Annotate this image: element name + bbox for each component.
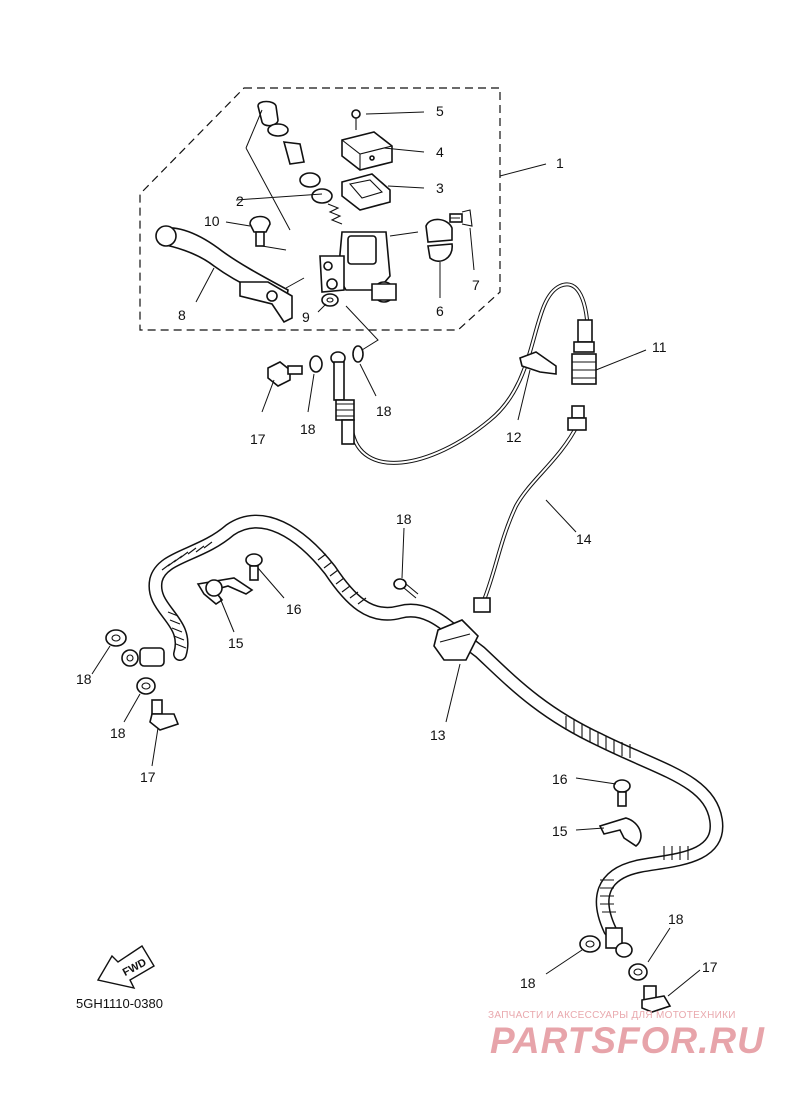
brake-lever (155, 225, 293, 324)
watermark-tagline: ЗАПЧАСТИ И АКСЕССУАРЫ ДЛЯ МОТОТЕХНИКИ (488, 1010, 736, 1021)
holder (425, 218, 453, 262)
fwd-arrow-icon: FWD (96, 945, 155, 990)
washer-lower-right-1 (579, 935, 601, 953)
hose-joint-13 (433, 619, 479, 661)
pipe-nut-bottom (473, 597, 491, 613)
callout-15-left: 15 (228, 635, 244, 651)
washer-lower-left-2 (136, 677, 156, 695)
callout-7: 7 (472, 277, 480, 293)
union-bolt-lower-right (641, 985, 672, 1013)
callout-18-left-1: 18 (76, 671, 92, 687)
callout-12: 12 (506, 429, 522, 445)
callout-17-upper: 17 (250, 431, 266, 447)
reservoir-cap (341, 131, 393, 171)
callout-2: 2 (236, 193, 244, 209)
leader-lines (91, 111, 701, 997)
pipe-nut-top (567, 405, 587, 431)
callout-13: 13 (430, 727, 446, 743)
washer-lower-left-1 (105, 629, 127, 647)
hose-clamp-left (196, 577, 254, 605)
callout-18-upper-left: 18 (300, 421, 316, 437)
callout-10: 10 (204, 213, 220, 229)
callout-11: 11 (652, 339, 667, 355)
callout-15-right: 15 (552, 823, 568, 839)
hose-end-fitting-upper (330, 351, 355, 445)
callout-1: 1 (556, 155, 564, 171)
callout-14: 14 (576, 531, 592, 547)
callout-18-upper-right: 18 (376, 403, 392, 419)
callout-17-right: 17 (702, 959, 718, 975)
callout-4: 4 (436, 144, 444, 160)
callout-5: 5 (436, 103, 444, 119)
hose-end-fitting-right (605, 927, 633, 958)
callout-16-right: 16 (552, 771, 568, 787)
callout-19: 18 (396, 511, 412, 527)
hose-spring-guard (161, 541, 689, 913)
washer-upper-left (309, 355, 323, 373)
callout-3: 3 (436, 180, 444, 196)
holder-bolt (449, 209, 473, 227)
washer-upper-right (352, 345, 364, 363)
callout-8: 8 (178, 307, 186, 323)
pivot-nut (321, 293, 339, 307)
callout-17-left: 17 (140, 769, 156, 785)
cap-screw (351, 109, 361, 130)
callout-18-right-2: 18 (668, 911, 684, 927)
assembly-boundary (139, 87, 501, 331)
master-cylinder-body (319, 231, 397, 303)
part-code: 5GH1110-0380 (76, 996, 163, 1011)
callout-18-right-1: 18 (520, 975, 536, 991)
union-bolt-lower-left (149, 699, 180, 731)
callout-9: 9 (302, 309, 310, 325)
callout-18-left-2: 18 (110, 725, 126, 741)
piston-kit (257, 100, 343, 225)
hose-joint-11 (571, 319, 597, 385)
clamp-bolt-left (245, 553, 263, 581)
callout-labels: 1 2 3 4 5 6 7 8 9 10 11 12 13 14 15 15 1… (76, 103, 718, 991)
bolt-19 (393, 578, 419, 599)
brake-pipe (482, 422, 580, 602)
callout-6: 6 (436, 303, 444, 319)
diaphragm (341, 173, 391, 211)
watermark-brand: PARTSFOR.RU (490, 1020, 765, 1061)
callout-16-left: 16 (286, 601, 302, 617)
bracket-12 (519, 351, 557, 375)
hose-end-fitting-left (121, 647, 165, 667)
hose-clamp-right (598, 817, 642, 847)
clamp-bolt-right (613, 779, 631, 807)
washer-lower-right-2 (628, 963, 648, 981)
leader-2 (235, 109, 323, 231)
pivot-bolt (249, 215, 271, 247)
